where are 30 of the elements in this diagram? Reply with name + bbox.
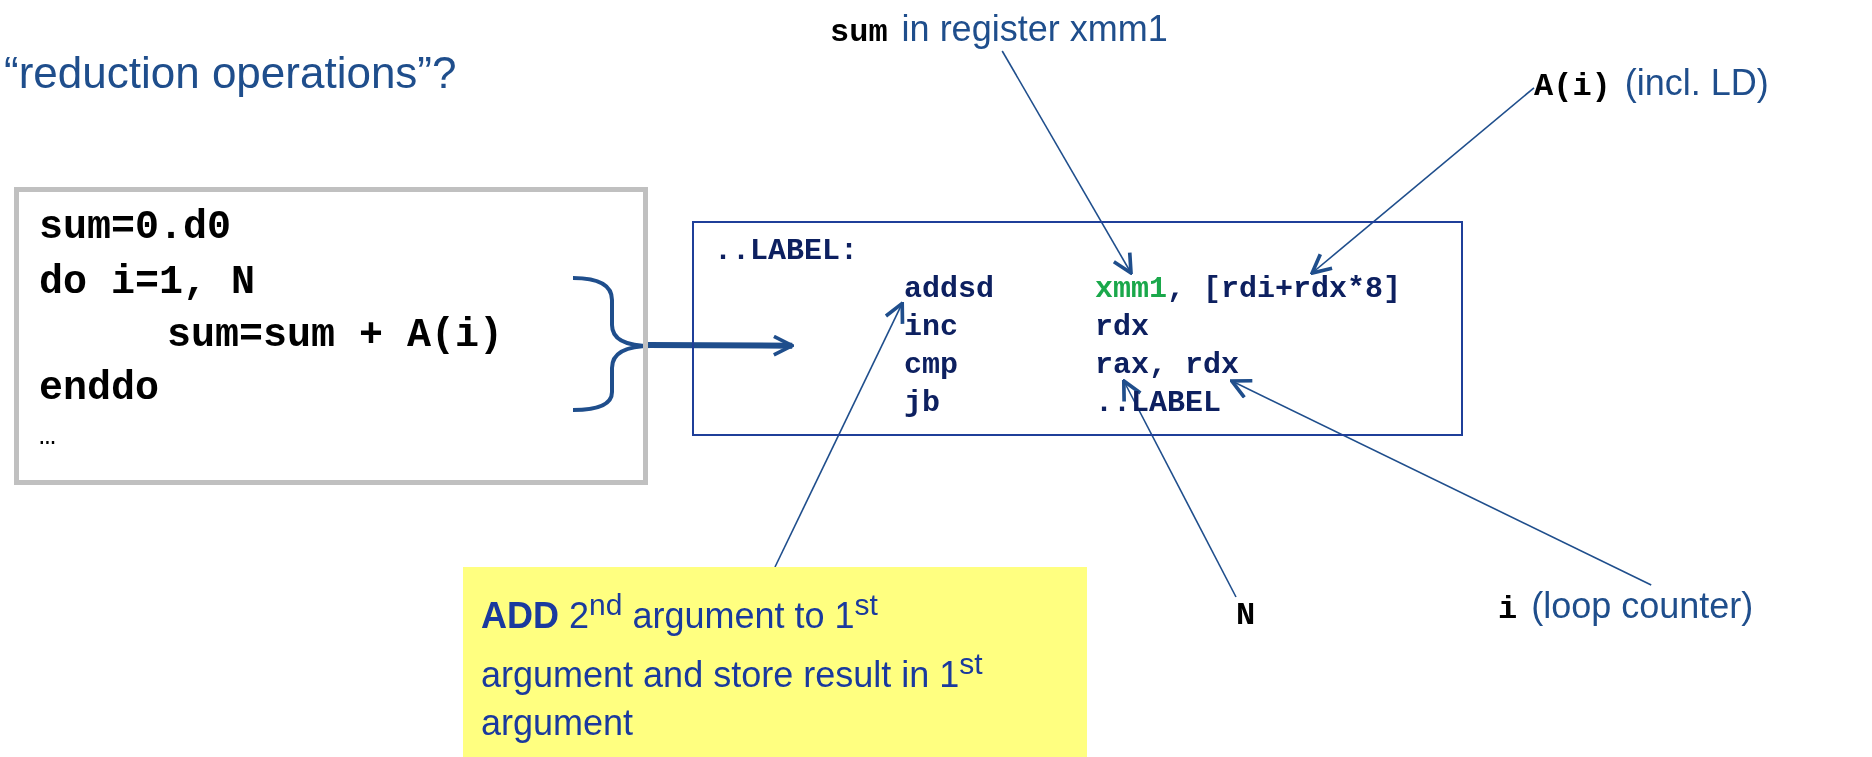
leader-line	[1001, 50, 1133, 275]
code-line: …	[39, 420, 56, 454]
code-token: xmm1	[1095, 273, 1167, 305]
code-token: rdx	[1095, 311, 1149, 343]
annotation-text: (loop counter)	[1531, 585, 1754, 626]
code-name: A(i)	[1534, 68, 1611, 105]
slide-title: “reduction operations”?	[4, 48, 457, 98]
code-box	[14, 187, 648, 485]
code-token: jb	[904, 387, 940, 419]
code-token: cmp	[904, 349, 958, 381]
code-label: ..LABEL:	[714, 235, 859, 267]
leader-line	[1310, 87, 1535, 275]
arrow	[647, 334, 795, 357]
code-line: enddo	[39, 365, 160, 413]
code-line: do i=1, N	[39, 259, 256, 307]
code-name: N	[1236, 597, 1256, 634]
code-token: rax, rdx	[1095, 349, 1240, 381]
code-token: , [rdi+rdx*8]	[1167, 273, 1402, 305]
note-box: ADD 2$^{nd}$ argument to 1$^{st}$ argument and store result in 1$^{st}$ argument	[463, 567, 1087, 757]
leader-line	[1230, 378, 1652, 586]
annotation-text: in register xmm1	[901, 8, 1168, 49]
assembly-box	[692, 221, 1463, 436]
code-name: sum	[830, 14, 888, 51]
code-line: sum=0.d0	[39, 204, 232, 252]
code-token: addsd	[904, 273, 994, 305]
code-line: sum=sum + A(i)	[167, 312, 504, 360]
code-token: inc	[904, 311, 958, 343]
code-name: i	[1498, 591, 1518, 628]
leader-line	[774, 301, 905, 568]
annotation-text: (incl. LD)	[1624, 62, 1769, 103]
